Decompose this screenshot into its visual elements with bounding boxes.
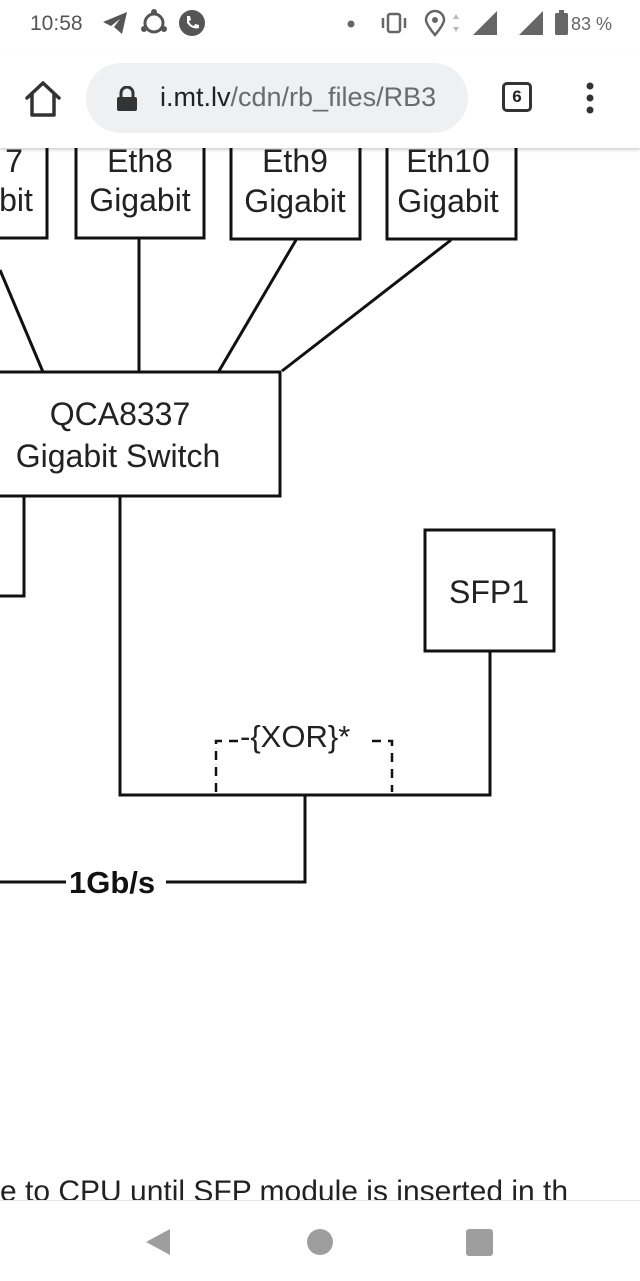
port-label-7-name: 7 [5, 148, 23, 179]
recents-square-icon[interactable] [466, 1229, 493, 1256]
home-circle-icon[interactable] [307, 1229, 333, 1255]
port-box-7 [0, 148, 49, 240]
more-menu-icon[interactable] [576, 80, 604, 116]
sync-icon [141, 9, 167, 34]
telegram-icon [103, 12, 127, 34]
link-port7 [0, 269, 45, 373]
port-label-eth10-name: Eth10 [406, 148, 490, 179]
url-path: /cdn/rb_files/RB3 [230, 82, 437, 112]
port-label-7-type: bit [0, 182, 33, 218]
port-label-eth9-type: Gigabit [244, 183, 346, 219]
browser-toolbar: i.mt.lv/cdn/rb_files/RB3 6 [0, 50, 640, 148]
status-bar: 10:58 83 % [0, 0, 640, 50]
port-box-eth9 [229, 148, 362, 241]
phone-icon [179, 10, 205, 36]
location-icon [424, 9, 446, 37]
back-icon[interactable] [144, 1227, 172, 1257]
tab-switcher-button[interactable]: 6 [502, 82, 532, 112]
link-left-stub [0, 497, 26, 598]
port-box-eth10 [385, 148, 518, 241]
link-speed-label: 1Gb/s [69, 865, 156, 900]
url-host: i.mt.lv [160, 82, 231, 112]
xor-bracket [214, 739, 394, 792]
notification-dot-icon [347, 20, 355, 28]
status-time: 10:58 [30, 12, 83, 35]
diagram-viewport[interactable]: 7 bit Eth8 Gigabit Eth9 Gigabit Eth10 Gi… [0, 148, 640, 1200]
link-cpu [166, 795, 307, 884]
home-icon[interactable] [22, 78, 64, 120]
battery-icon [555, 10, 568, 35]
xor-label: -{XOR}* [240, 719, 351, 754]
sfp-box [423, 528, 556, 653]
sfp-label: SFP1 [448, 574, 530, 610]
port-label-eth10-type: Gigabit [397, 183, 499, 219]
battery-percent: 83 % [571, 14, 613, 34]
port-label-eth9-name: Eth9 [262, 148, 328, 179]
switch-label-chip: QCA8337 [49, 396, 191, 432]
address-bar[interactable]: i.mt.lv/cdn/rb_files/RB3 [86, 63, 468, 133]
block-diagram [0, 148, 556, 884]
signal-icon [473, 11, 497, 35]
signal-icon [519, 11, 543, 35]
port-label-eth8-type: Gigabit [89, 182, 191, 218]
link-eth10 [281, 238, 452, 373]
switch-label-desc: Gigabit Switch [15, 438, 221, 474]
system-nav-bar [0, 1200, 640, 1281]
link-eth9 [217, 239, 298, 372]
footnote-text: e to CPU until SFP module is inserted in… [0, 1175, 569, 1200]
port-label-eth8-name: Eth8 [107, 148, 173, 179]
switch-box [0, 370, 282, 498]
lock-icon [117, 86, 137, 111]
url-text[interactable]: i.mt.lv/cdn/rb_files/RB3 [160, 82, 436, 113]
data-arrows-icon [453, 14, 459, 32]
vibrate-icon [381, 12, 407, 34]
